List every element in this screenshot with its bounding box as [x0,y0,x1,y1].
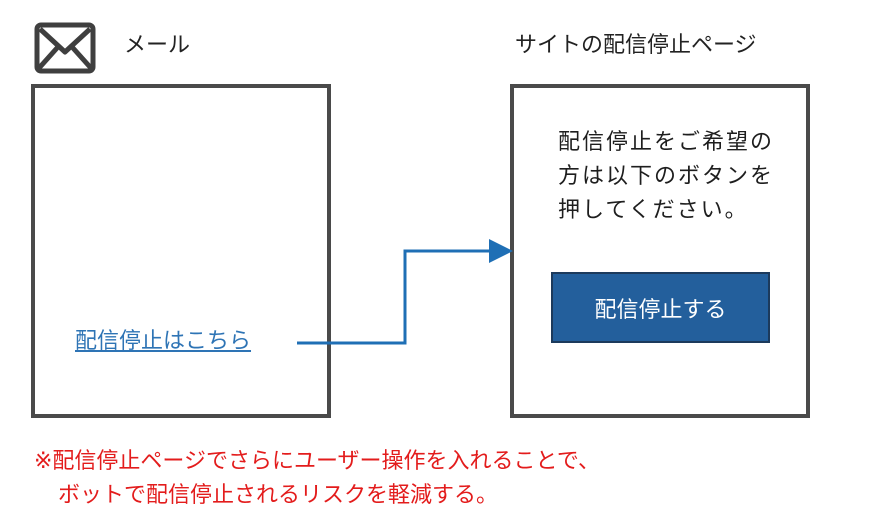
mail-title: メール [124,33,191,58]
unsubscribe-instructions: 配信停止をご希望の方は以下のボタンを押してください。 [558,130,775,223]
envelope-icon [34,22,96,74]
note-line-1: ※配信停止ページでさらにユーザー操作を入れることで、 [34,449,601,474]
unsubscribe-link[interactable]: 配信停止はこちら [75,329,252,354]
mail-panel [31,84,331,418]
unsubscribe-button[interactable]: 配信停止する [551,272,770,343]
site-page-title: サイトの配信停止ページ [515,33,757,58]
note-line-2: ボットで配信停止されるリスクを軽減する。 [58,483,499,508]
